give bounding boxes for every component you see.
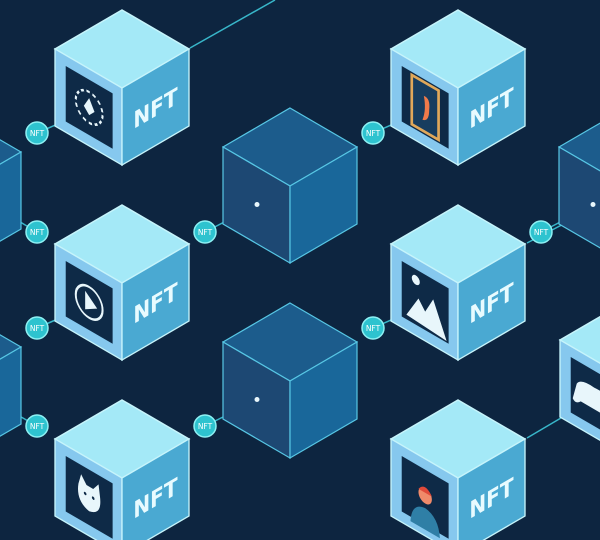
- nft-cube: NFT: [389, 9, 527, 167]
- nft-cube: NFT: [53, 399, 191, 540]
- cube-right-face: NFT: [457, 47, 526, 167]
- badge-label: NFT: [30, 228, 45, 237]
- nft-cube: NFT: [53, 204, 191, 362]
- nft-cube: NFT: [389, 204, 527, 362]
- nft-badge: NFT: [25, 121, 49, 145]
- cube-right-face: NFT: [121, 242, 190, 362]
- badge-label: NFT: [534, 228, 549, 237]
- cube-left-face: [54, 242, 123, 362]
- cube-right-face: NFT: [457, 242, 526, 362]
- empty-block-cube: [221, 302, 359, 460]
- cubes: NFT NFT NFT NFT NFT NFT NFT: [0, 9, 600, 540]
- nft-badge: NFT: [25, 414, 49, 438]
- badge-label: NFT: [30, 324, 45, 333]
- cube-right-face: NFT: [121, 47, 190, 167]
- nft-badge: NFT: [193, 414, 217, 438]
- nft-cube: NFT: [389, 399, 527, 540]
- empty-block-cube: [557, 122, 600, 249]
- empty-block-cube: [221, 107, 359, 265]
- gamepad-icon: [572, 381, 600, 424]
- badge-label: NFT: [198, 422, 213, 431]
- cube-right-face: NFT: [121, 437, 190, 540]
- poker-chip-icon: [74, 88, 104, 126]
- cube-right-face: [0, 150, 22, 242]
- badge-label: NFT: [198, 228, 213, 237]
- nft-badges: NFT NFT NFT NFT NFT NFT NFT NFT NFT: [25, 121, 553, 438]
- cube-top-face: [0, 334, 23, 360]
- nft-badge: NFT: [25, 220, 49, 244]
- nft-badge: NFT: [361, 316, 385, 340]
- cube-right-face: [289, 340, 358, 460]
- nft-cube: NFT: [53, 9, 191, 167]
- nft-cube: NFT: [558, 315, 600, 458]
- nft-badge: NFT: [25, 316, 49, 340]
- cube-right-face: [289, 145, 358, 265]
- cube-right-face: [0, 345, 22, 437]
- badge-label: NFT: [30, 129, 45, 138]
- cube-left-face: [390, 47, 459, 167]
- cube-top-face: [558, 315, 600, 365]
- node-dot: [254, 397, 260, 402]
- portrait-frame-icon: [410, 72, 440, 143]
- nft-badge: NFT: [361, 121, 385, 145]
- node-dot: [254, 202, 260, 207]
- cube-top-face: [0, 139, 23, 165]
- play-icon: [74, 283, 104, 321]
- cube-right-face: NFT: [457, 437, 526, 540]
- empty-block-cube: [0, 334, 23, 437]
- cube-left-face: [54, 437, 123, 540]
- nft-badge: NFT: [529, 220, 553, 244]
- cube-top-face: [557, 122, 600, 172]
- cube-left-face: [390, 242, 459, 362]
- cube-left-face: [558, 145, 600, 249]
- avatar-person-icon: [410, 486, 440, 539]
- cube-left-face: [559, 338, 600, 458]
- node-dot: [590, 202, 596, 207]
- badge-label: NFT: [366, 129, 381, 138]
- nft-badge: NFT: [193, 220, 217, 244]
- badge-label: NFT: [30, 422, 45, 431]
- cat-icon: [78, 474, 101, 513]
- landscape-image-icon: [406, 274, 447, 342]
- empty-block-cube: [0, 139, 23, 242]
- badge-label: NFT: [366, 324, 381, 333]
